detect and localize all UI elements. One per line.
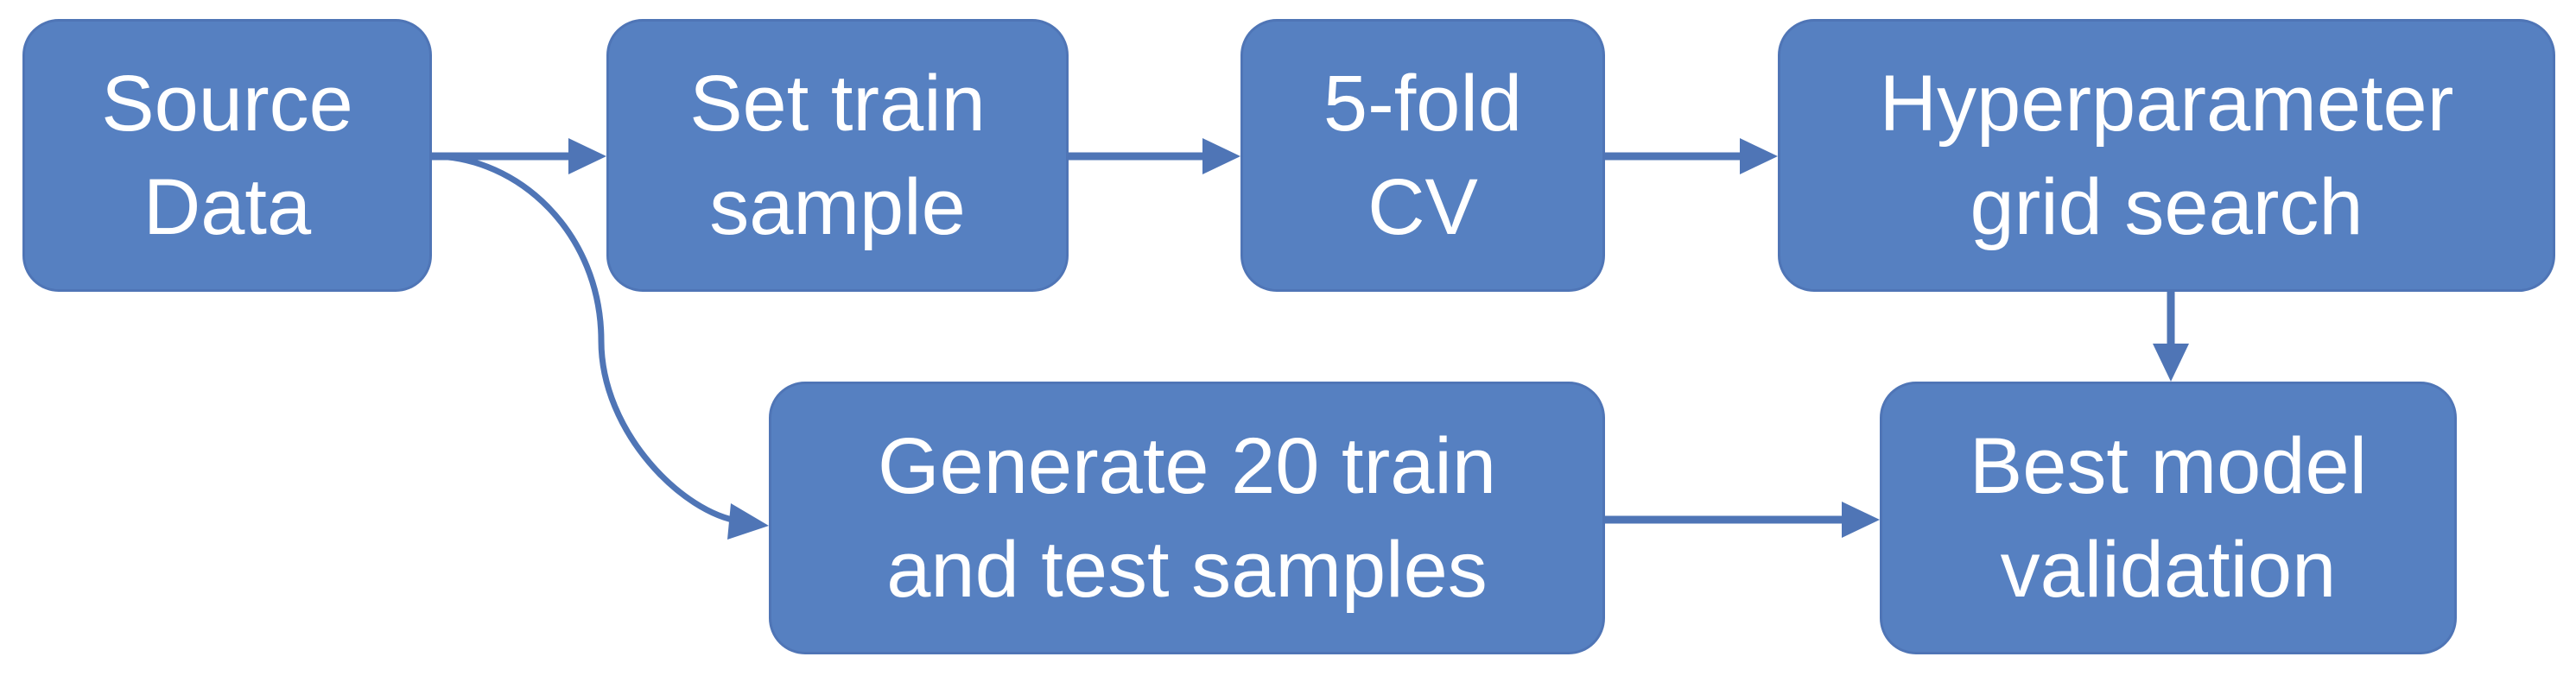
node-label-line1: Hyperparameter: [1879, 60, 2454, 148]
node-label-line1: Source: [101, 60, 353, 148]
node-label-line1: Generate 20 train: [877, 422, 1496, 510]
node-hyperparameter-grid-search: Hyperparameter grid search: [1778, 19, 2555, 292]
node-best-model-validation: Best model validation: [1880, 382, 2457, 654]
node-label-line1: Set train: [689, 60, 986, 148]
node-label-line2: and test samples: [886, 526, 1488, 614]
node-five-fold-cv: 5-fold CV: [1240, 19, 1605, 292]
arrowhead-icon: [1740, 138, 1778, 174]
node-generate-samples: Generate 20 train and test samples: [769, 382, 1605, 654]
edge-generate-to-best-model: [1605, 502, 1880, 538]
arrowhead-icon: [568, 138, 606, 174]
edge-cv-to-grid-search: [1605, 138, 1778, 174]
arrowhead-icon: [2153, 344, 2189, 382]
node-label-line2: sample: [709, 163, 966, 251]
arrowhead-icon: [1202, 138, 1240, 174]
node-label-line2: validation: [2000, 526, 2337, 614]
arrowhead-icon: [1842, 502, 1880, 538]
node-label-line2: CV: [1367, 163, 1478, 251]
node-label-line2: grid search: [1970, 163, 2363, 251]
node-source-data: Source Data: [22, 19, 432, 292]
edge-grid-search-to-best-model: [2153, 292, 2189, 382]
node-label-line2: Data: [143, 163, 312, 251]
node-label-line1: Best model: [1969, 422, 2368, 510]
arrowhead-icon: [727, 503, 769, 540]
edge-source-to-generate: [431, 153, 769, 540]
edge-set-train-to-cv: [1069, 138, 1240, 174]
node-label-line1: 5-fold: [1323, 60, 1523, 148]
node-set-train-sample: Set train sample: [606, 19, 1069, 292]
